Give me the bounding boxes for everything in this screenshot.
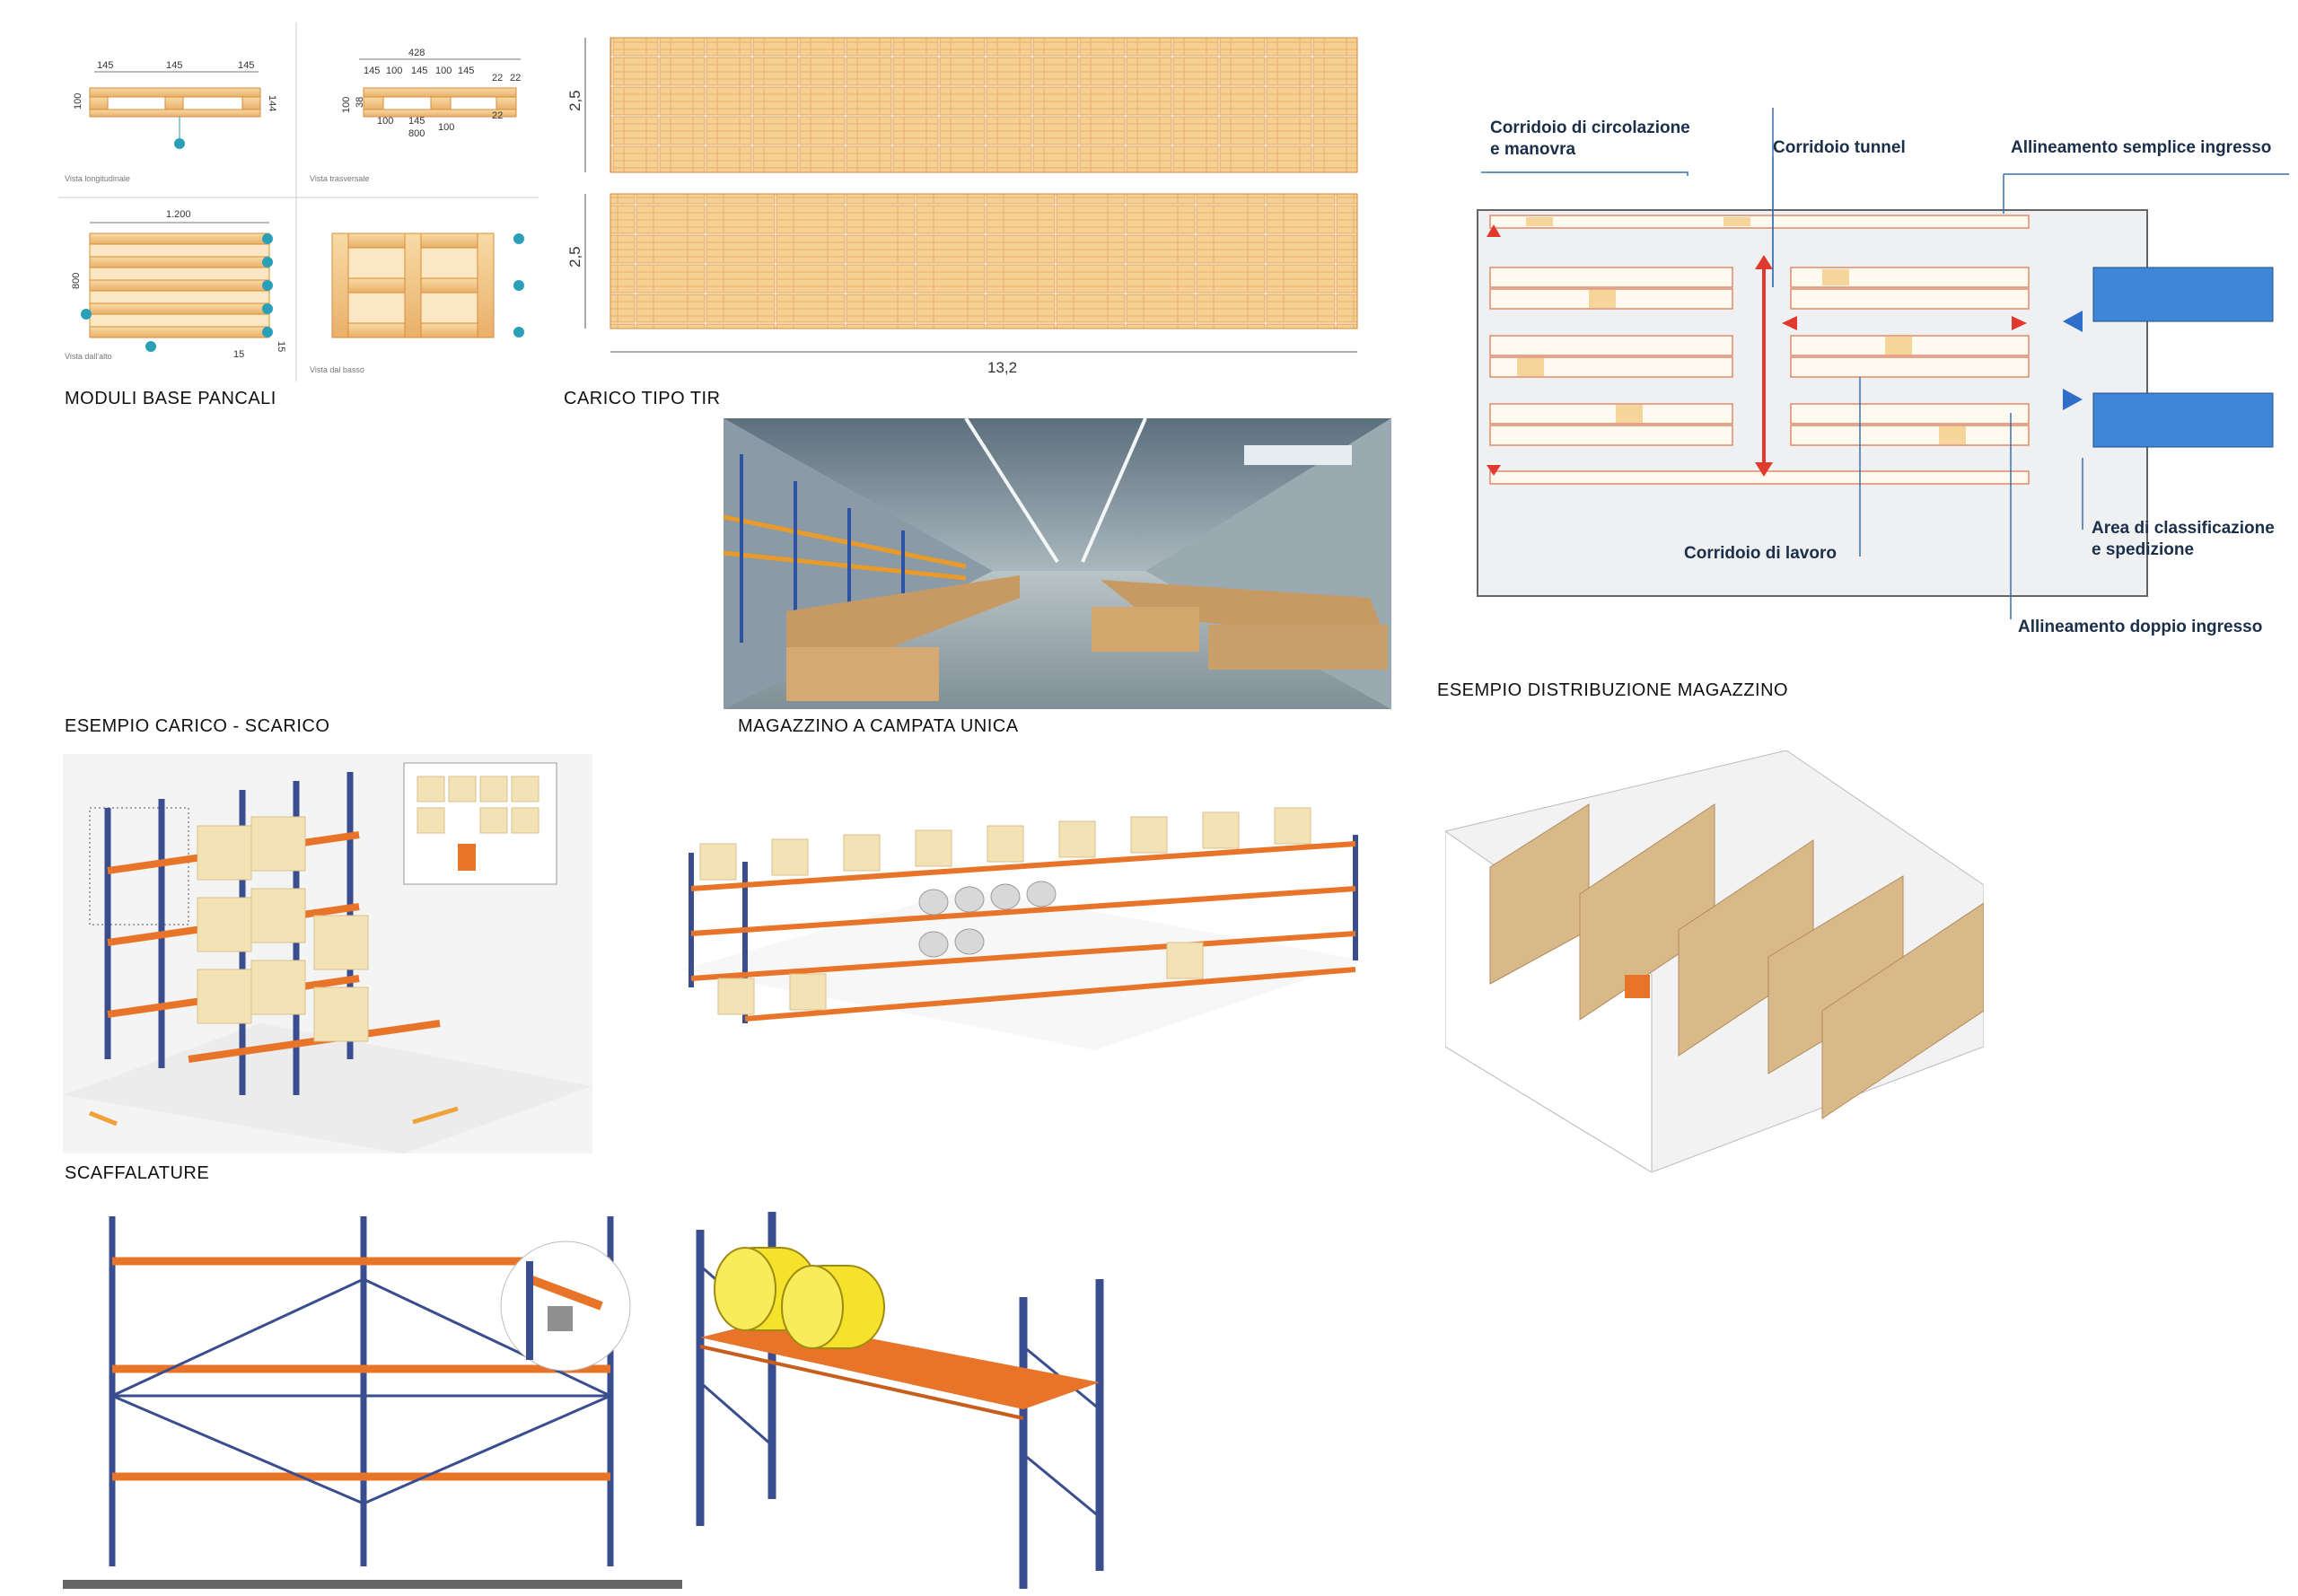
truck-top-load <box>610 37 1358 173</box>
dim-22-c: 22 <box>492 110 503 121</box>
truck-upper <box>2092 267 2274 322</box>
callout-dot-icon <box>174 138 185 149</box>
callout-dot-icon <box>262 257 273 267</box>
callout-dot-icon <box>262 233 273 244</box>
truck-bottom-load <box>610 193 1358 329</box>
dim-tir-bottom: 2,5 <box>566 246 583 267</box>
caption-scaffalature: SCAFFALATURE <box>65 1163 210 1183</box>
inbound-arrow-icon <box>2063 311 2083 332</box>
dim-row2-5: 145 <box>458 66 474 76</box>
label-area-classificazione-1: Area di classificazione <box>2092 519 2275 538</box>
rack-illustration-3 <box>1445 750 1984 1172</box>
caption-distribuzione: ESEMPIO DISTRIBUZIONE MAGAZZINO <box>1437 680 1789 700</box>
dim-row2-1: 145 <box>364 66 380 76</box>
dim-145-c: 145 <box>238 60 254 71</box>
pallet-cross-view: 428 145 100 145 100 145 22 22 22 100 145… <box>310 48 521 183</box>
callout-dot-icon <box>81 309 92 320</box>
dim-tir-top: 2,5 <box>566 90 583 111</box>
truck-lower <box>2092 392 2274 448</box>
rack-illustration-1 <box>63 754 592 1153</box>
dim-38: 38 <box>355 97 365 108</box>
callout-dot-icon <box>262 280 273 291</box>
dim-800-top: 800 <box>71 273 82 289</box>
dim-800: 800 <box>408 128 425 139</box>
dim-100-b1: 100 <box>377 116 393 127</box>
label-corridoio-circolazione-1: Corridoio di circolazione <box>1490 118 1690 137</box>
dim-100-side: 100 <box>73 93 83 110</box>
dim-row2-3: 145 <box>411 66 427 76</box>
rack-frame-elevation <box>63 1216 682 1589</box>
callout-dot-icon <box>145 341 156 352</box>
dim-1200: 1.200 <box>166 209 191 220</box>
callout-dot-icon <box>513 280 524 291</box>
truck-load-panel: 2,5 2,5 13,2 <box>566 37 1358 376</box>
label-allineamento-semplice: Allineamento semplice ingresso <box>2011 138 2271 157</box>
caption-carico-tir: CARICO TIPO TIR <box>564 389 721 408</box>
dim-145-a: 145 <box>97 60 113 71</box>
dim-100-v: 100 <box>341 97 352 113</box>
dim-22-a: 22 <box>492 73 503 83</box>
dim-row2-2: 100 <box>386 66 402 76</box>
pallet-side-view: 145 145 145 100 144 Vista longitudinale <box>65 60 277 183</box>
dim-428: 428 <box>408 48 425 58</box>
dim-22-b: 22 <box>510 73 521 83</box>
outbound-arrow-icon <box>2063 389 2083 410</box>
pallet-bottom-view: Vista dal basso <box>310 232 524 374</box>
dim-15-b: 15 <box>276 341 286 352</box>
caption-campata-unica: MAGAZZINO A CAMPATA UNICA <box>738 716 1019 736</box>
label-allineamento-doppio: Allineamento doppio ingresso <box>2018 618 2262 636</box>
pallet-top-view: 1.200 800 15 15 Vista dall'alto <box>65 209 286 361</box>
dim-145-b: 145 <box>166 60 182 71</box>
connector-detail-icon <box>548 1306 573 1331</box>
warehouse-layout-diagram: Corridoio di circolazione e manovra Corr… <box>1477 108 2289 636</box>
drum-rack-illustration-1 <box>696 1212 1104 1589</box>
dim-145-b: 145 <box>408 116 425 127</box>
label-area-classificazione-2: e spedizione <box>2092 540 2194 559</box>
view-transversal: Vista trasversale <box>310 174 369 183</box>
caption-carico-scarico: ESEMPIO CARICO - SCARICO <box>65 716 330 736</box>
dim-100-b2: 100 <box>438 122 454 133</box>
dim-144: 144 <box>267 95 277 111</box>
dim-15-a: 15 <box>233 349 244 360</box>
label-corridoio-circolazione-2: e manovra <box>1490 140 1575 159</box>
callout-dot-icon <box>262 327 273 338</box>
view-bottom: Vista dal basso <box>310 365 364 374</box>
label-corridoio-lavoro: Corridoio di lavoro <box>1684 544 1837 563</box>
view-top: Vista dall'alto <box>65 352 112 361</box>
warehouse-interior-image <box>724 418 1391 709</box>
callout-dot-icon <box>513 327 524 338</box>
pallet-modules-panel: 145 145 145 100 144 Vista longitudinale … <box>58 22 539 381</box>
rack-illustration-2 <box>682 807 1364 1050</box>
callout-dot-icon <box>513 233 524 244</box>
dim-row2-4: 100 <box>435 66 452 76</box>
view-longitudinal: Vista longitudinale <box>65 174 130 183</box>
caption-moduli: MODULI BASE PANCALI <box>65 389 276 408</box>
forklift-icon <box>1625 975 1650 998</box>
callout-dot-icon <box>262 303 273 314</box>
dim-tir-length: 13,2 <box>987 359 1017 376</box>
label-corridoio-tunnel: Corridoio tunnel <box>1773 138 1906 157</box>
